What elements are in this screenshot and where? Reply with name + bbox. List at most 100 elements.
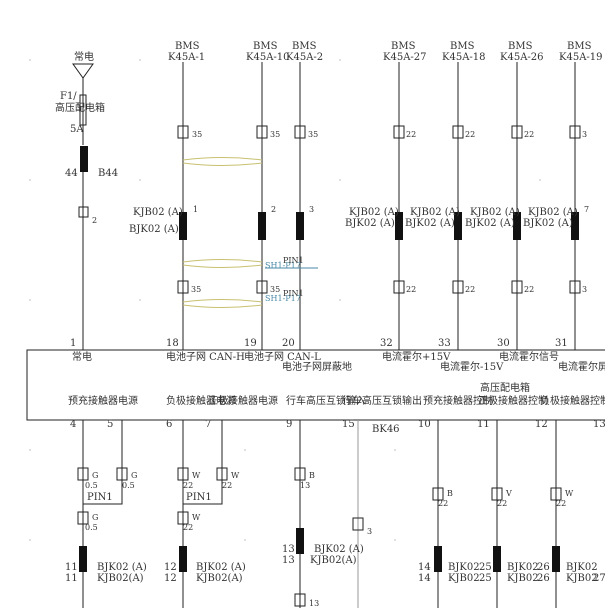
pin1-label-a: PIN1 <box>87 492 113 503</box>
n26-b: 26 <box>537 573 550 584</box>
c22-f: 22 <box>524 285 534 294</box>
shield-sh2: SH1-P17 <box>265 294 301 303</box>
fuse-symbol <box>79 94 87 126</box>
c22-b: 22 <box>465 130 475 139</box>
pin-44: 44 <box>65 168 78 179</box>
p22-4: 22 <box>438 499 448 508</box>
bms-headers: BMS K45A-1 BMS K45A-10 BMS K45A-2 BMS K4… <box>168 41 603 63</box>
c3-b: 3 <box>582 285 587 294</box>
bms-7-l1: BMS <box>567 41 592 52</box>
p22-2: 22 <box>222 481 232 490</box>
n27: 27 <box>593 573 605 584</box>
bjk-c: BJK02 (A) <box>314 544 364 555</box>
box-title: 高压配电箱 <box>480 381 530 394</box>
bjk-a: BJK02 (A) <box>97 562 147 573</box>
bk46-label: BK46 <box>372 424 400 435</box>
power-triangle-icon <box>72 63 94 79</box>
box-pin-32: 32 <box>380 338 393 349</box>
n11-b: 11 <box>65 573 78 584</box>
box-bpin-12-label: 负极接触器控制 <box>540 394 605 407</box>
w-label-3: W <box>192 513 201 522</box>
g-label-2: G <box>131 471 137 480</box>
n14-a: 14 <box>418 562 431 573</box>
pin-2: 2 <box>271 205 276 214</box>
box-bpin-6-label: 负极接触器电源 <box>166 394 236 407</box>
box-pin-19-label: 电池子网 CAN-L <box>244 350 321 363</box>
connector-row-mid: KJB02 (A) BJK02 (A) 1 2 3 KJB02 (A) BJK0… <box>129 205 589 240</box>
w-label-4: W <box>565 489 574 498</box>
c22-c: 22 <box>524 130 534 139</box>
g-label-3: G <box>92 513 98 522</box>
b-label-1: B <box>309 471 315 480</box>
bms-7-l2: K45A-19 <box>559 52 603 63</box>
c22-e: 22 <box>465 285 475 294</box>
p05-2: 0.5 <box>122 481 135 490</box>
bms-3-l2: K45A-2 <box>286 52 323 63</box>
box-bpin-4: 4 <box>70 419 76 430</box>
pin-3: 3 <box>309 205 314 214</box>
bjk02-label-4: BJK02 (A) <box>465 218 515 229</box>
bms-5-l2: K45A-18 <box>442 52 486 63</box>
bjk-d2: BJK02 <box>507 562 539 573</box>
bms-3-l1: BMS <box>292 41 317 52</box>
c35-a: 35 <box>192 130 202 139</box>
twisted-pair-marks <box>182 157 263 308</box>
bms-4-l2: K45A-27 <box>383 52 427 63</box>
g-label-1: G <box>92 471 98 480</box>
box-bpin-13: 13 <box>593 419 605 430</box>
kjb02-label-1: KJB02 (A) <box>133 207 183 218</box>
bjk02-label-3: BJK02 (A) <box>405 218 455 229</box>
kjb-a: KJB02(A) <box>97 573 144 584</box>
c35-b: 35 <box>270 130 280 139</box>
box-bpin-9: 9 <box>286 419 292 430</box>
box-pin-30: 30 <box>497 338 510 349</box>
n12-b: 12 <box>164 573 177 584</box>
n13-a: 13 <box>282 544 295 555</box>
kjb-d2: KJB02 <box>507 573 539 584</box>
kjb-d1: KJB02 <box>448 573 480 584</box>
bjk02-label-1: BJK02 (A) <box>129 224 179 235</box>
pin-1: 1 <box>193 205 198 214</box>
bjk-d1: BJK02 <box>448 562 480 573</box>
box-pin-32-label: 电流霍尔+15V <box>382 350 451 363</box>
lower-connectors: G 0.5 G 0.5 PIN1 W 22 W 22 PIN1 B 13 G 0… <box>77 467 574 536</box>
bjk02-label-2: BJK02 (A) <box>345 218 395 229</box>
box-bpin-7-label: 正极接触器电源 <box>208 394 278 407</box>
b44-pin: 2 <box>92 216 97 225</box>
box-bpin-15: 15 <box>342 419 355 430</box>
kjb02-label-5: KJB02 (A) <box>528 207 578 218</box>
v-label: V <box>505 489 512 498</box>
c35-c: 35 <box>308 130 318 139</box>
n12-a: 12 <box>164 562 177 573</box>
lower-wires <box>82 420 557 608</box>
bms-2-l1: BMS <box>253 41 278 52</box>
n13-b: 13 <box>282 555 295 566</box>
grid-dots <box>29 59 541 541</box>
box-pin-30-label: 电流霍尔信号 <box>499 350 559 363</box>
p13-2: 13 <box>309 599 319 608</box>
bjk-b: BJK02 (A) <box>196 562 246 573</box>
box-bpin-11: 11 <box>477 419 490 430</box>
p22-3: 22 <box>183 523 193 532</box>
box-bpin-5: 5 <box>107 419 113 430</box>
c35-e: 35 <box>270 285 280 294</box>
box-pin-18-label: 电池子网 CAN-H <box>166 350 245 363</box>
n11-a: 11 <box>65 562 78 573</box>
b44-label: B44 <box>98 168 118 179</box>
bms-4-l1: BMS <box>391 41 416 52</box>
hv-distribution-box: 1 常电 18 电池子网 CAN-H 19 电池子网 CAN-L 20 电池子网… <box>26 338 605 435</box>
c35-d: 35 <box>191 285 201 294</box>
shield-pin1-a: PIN1 <box>283 256 304 265</box>
box-pin-33: 33 <box>438 338 451 349</box>
box-bpin-15-label: 行车高压互锁输出 <box>342 394 422 407</box>
n14-b: 14 <box>418 573 431 584</box>
box-bpin-11-label: 正极接触器控制 <box>478 394 548 407</box>
p05-3: 0.5 <box>85 523 98 532</box>
connector-row-low: 35 35 22 22 22 3 <box>177 280 587 294</box>
box-pin-1: 1 <box>70 338 76 349</box>
p22-5: 22 <box>497 499 507 508</box>
b-label-2: B <box>447 489 453 498</box>
box-pin-20-label: 电池子网屏蔽地 <box>282 360 352 373</box>
pin-7: 7 <box>584 205 589 214</box>
